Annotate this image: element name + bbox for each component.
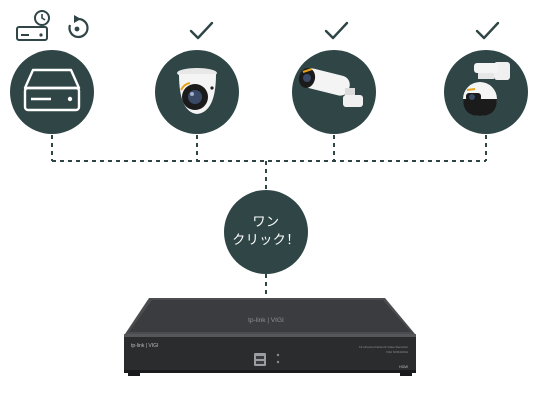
checkmark-icon [324,21,349,40]
hard-drive-icon [23,68,81,112]
device-front-label: tp-link | VIGI [131,343,158,349]
connector-lines [51,135,487,298]
device-model-description: 16-Channel Network Video Recorder [359,345,408,349]
node-ptz-camera [444,50,528,134]
ptz-camera-icon [463,62,510,116]
hdd-clock-icon [16,10,50,41]
one-click-button: ワン クリック！ [224,190,308,274]
device-port-label: HDMI [399,365,408,369]
checkmark-icon [189,21,214,40]
node-storage [10,50,94,134]
usb-port [254,353,266,366]
node-bullet-camera [292,50,376,134]
restore-arrow-icon [68,15,89,39]
status-led [276,360,280,364]
status-led [276,353,280,357]
one-click-line-2: クリック！ [232,233,300,248]
nvr-device: tp-link | VIGI tp-link | VIGI 16-Channel… [124,298,416,376]
device-top-label: tp-link | VIGI [248,317,284,324]
node-turret-camera [155,50,239,134]
bullet-camera-icon [298,68,363,107]
turret-camera-icon [177,68,217,114]
device-model-number: VIGI NVR4016H [386,350,408,354]
one-click-line-1: ワン [252,215,280,230]
checkmark-icon [475,21,500,40]
